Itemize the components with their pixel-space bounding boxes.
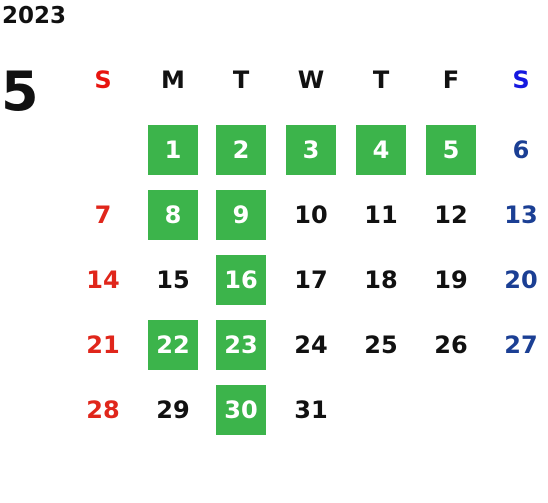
calendar-day-4[interactable]: 4 <box>356 125 406 175</box>
calendar-day-8[interactable]: 8 <box>148 190 198 240</box>
calendar-day-21[interactable]: 21 <box>86 331 120 359</box>
calendar-day-22[interactable]: 22 <box>148 320 198 370</box>
calendar-day-17[interactable]: 17 <box>294 266 328 294</box>
weekday-header-fri: F <box>442 66 460 94</box>
calendar-day-31[interactable]: 31 <box>294 396 328 424</box>
calendar-day-5[interactable]: 5 <box>426 125 476 175</box>
weekday-header-wed: W <box>297 66 325 94</box>
calendar-day-25[interactable]: 25 <box>364 331 398 359</box>
calendar-day-11[interactable]: 11 <box>364 201 398 229</box>
calendar-day-3[interactable]: 3 <box>286 125 336 175</box>
calendar-day-28[interactable]: 28 <box>86 396 120 424</box>
calendar-day-7[interactable]: 7 <box>94 201 112 229</box>
weekday-header-thu: T <box>372 66 390 94</box>
weekday-header-mon: M <box>161 66 185 94</box>
calendar-day-27[interactable]: 27 <box>504 331 538 359</box>
calendar-day-13[interactable]: 13 <box>504 201 538 229</box>
weekday-header-sun: S <box>94 66 112 94</box>
calendar-day-12[interactable]: 12 <box>434 201 468 229</box>
weekday-header-tue: T <box>232 66 250 94</box>
calendar-day-6[interactable]: 6 <box>512 136 530 164</box>
calendar-day-16[interactable]: 16 <box>216 255 266 305</box>
calendar-day-19[interactable]: 19 <box>434 266 468 294</box>
month-number: 5 <box>1 60 39 123</box>
calendar-day-14[interactable]: 14 <box>86 266 120 294</box>
year-label: 2023 <box>2 3 67 29</box>
calendar-day-20[interactable]: 20 <box>504 266 538 294</box>
calendar-day-1[interactable]: 1 <box>148 125 198 175</box>
calendar-day-18[interactable]: 18 <box>364 266 398 294</box>
calendar-day-15[interactable]: 15 <box>156 266 190 294</box>
calendar-day-29[interactable]: 29 <box>156 396 190 424</box>
calendar-day-30[interactable]: 30 <box>216 385 266 435</box>
calendar-day-23[interactable]: 23 <box>216 320 266 370</box>
calendar-day-26[interactable]: 26 <box>434 331 468 359</box>
calendar-day-9[interactable]: 9 <box>216 190 266 240</box>
calendar-day-24[interactable]: 24 <box>294 331 328 359</box>
calendar-day-2[interactable]: 2 <box>216 125 266 175</box>
calendar-day-10[interactable]: 10 <box>294 201 328 229</box>
weekday-header-sat: S <box>512 66 530 94</box>
